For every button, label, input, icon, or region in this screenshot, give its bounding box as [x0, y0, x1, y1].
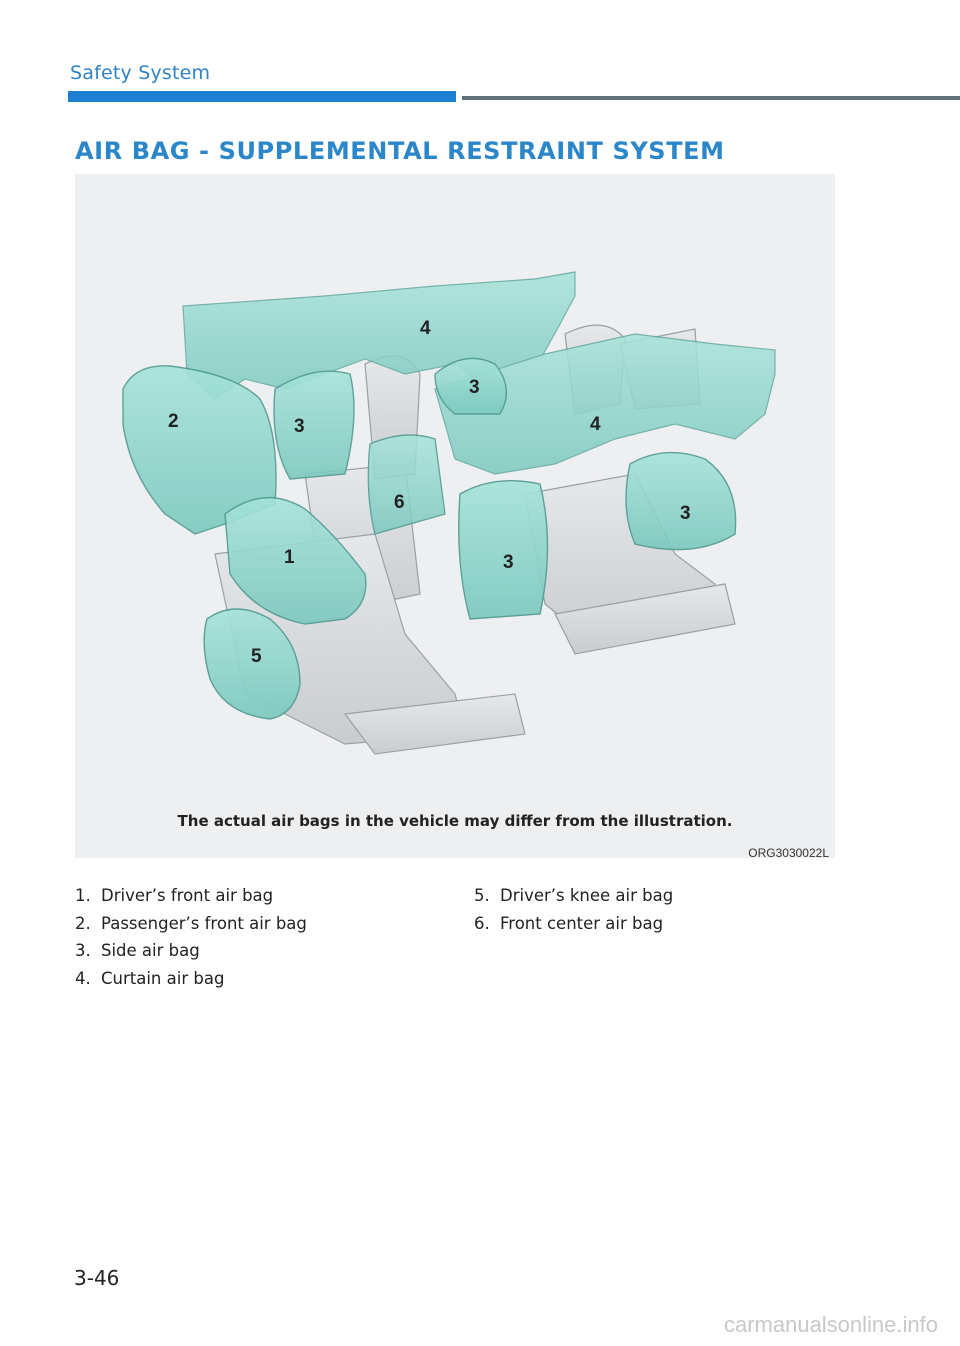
header-rule: [462, 96, 960, 100]
item-text: Driver’s knee air bag: [500, 886, 674, 905]
label-side-air-bag: 3: [294, 416, 305, 437]
airbag-illustration: 4 2 3 3 4 6 1 3 3 5 The actual air bags …: [75, 174, 835, 860]
item-number: 2.: [75, 913, 91, 933]
item-text: Passenger’s front air bag: [101, 913, 307, 933]
label-front-center-air-bag: 6: [394, 492, 405, 513]
label-driver-front-air-bag: 1: [284, 547, 295, 568]
air-bag-shapes: [122, 357, 737, 720]
airbag-number-labels: 4 2 3 3 4 6 1 3 3 5: [168, 318, 691, 667]
airbag-diagram: 4 2 3 3 4 6 1 3 3 5: [122, 271, 776, 755]
label-driver-knee-air-bag: 5: [251, 646, 262, 667]
item-text: Curtain air bag: [101, 968, 225, 988]
list-item: 1. Driver’s front air bag: [75, 882, 307, 910]
watermark: carmanualsonline.info: [723, 1312, 938, 1337]
item-number: 4.: [75, 968, 91, 988]
label-curtain-air-bag: 4: [590, 414, 601, 435]
list-item: 2. Passenger’s front air bag: [75, 910, 307, 938]
header-rule-accent: [68, 91, 456, 102]
label-curtain-air-bag: 4: [420, 318, 431, 339]
item-number: 3.: [75, 941, 91, 960]
list-item: 5. Driver’s knee air bag: [474, 882, 673, 910]
label-side-air-bag: 3: [469, 377, 480, 398]
figure-code: ORG3030022L: [748, 846, 829, 860]
airbag-legend-left: 1. Driver’s front air bag 2. Passenger’s f…: [75, 882, 307, 992]
item-number: 6.: [474, 913, 490, 933]
item-number: 5.: [474, 886, 490, 905]
label-passenger-front-air-bag: 2: [168, 411, 179, 432]
list-item: 6. Front center air bag: [474, 910, 673, 938]
item-text: Driver’s front air bag: [101, 886, 274, 905]
item-text: Front center air bag: [500, 913, 664, 933]
item-number: 1.: [75, 886, 91, 905]
airbag-legend-right: 5. Driver’s knee air bag 6. Front center a…: [474, 882, 673, 937]
label-side-air-bag: 3: [503, 552, 514, 573]
label-side-air-bag: 3: [680, 503, 691, 524]
running-header: Safety System: [70, 62, 211, 84]
item-text: Side air bag: [101, 941, 200, 960]
page-number: 3-46: [74, 1266, 120, 1290]
list-item: 3. Side air bag: [75, 937, 307, 965]
section-title: AIR BAG - SUPPLEMENTAL RESTRAINT SYSTEM: [75, 137, 725, 165]
figure-caption: The actual air bags in the vehicle may d…: [177, 812, 733, 830]
list-item: 4. Curtain air bag: [75, 965, 307, 993]
